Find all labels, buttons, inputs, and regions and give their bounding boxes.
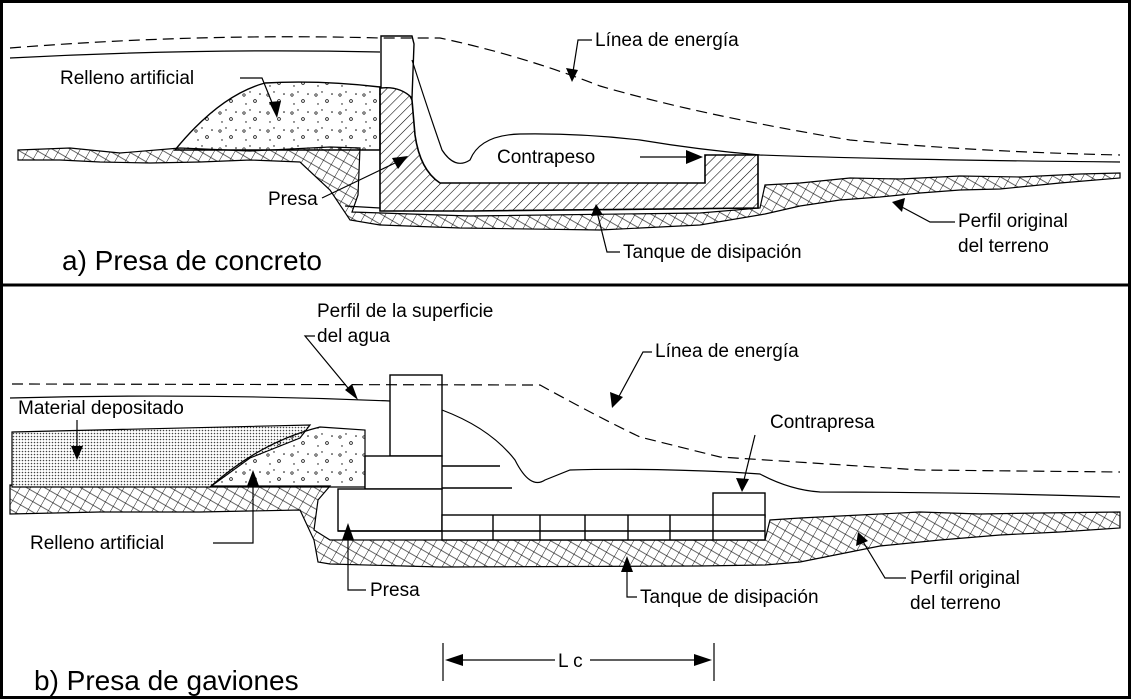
panel-a: Línea de energía Relleno artificial Cont… bbox=[9, 30, 1121, 276]
panel-a-title: a) Presa de concreto bbox=[62, 245, 322, 276]
energy-line-a bbox=[9, 36, 1121, 156]
label-stilling-basin-b: Tanque de disipación bbox=[640, 587, 819, 608]
label-artificial-fill-a: Relleno artificial bbox=[60, 68, 194, 89]
gabion-blocks bbox=[337, 374, 766, 541]
label-water-surface-b-1: Perfil de la superficie bbox=[317, 301, 493, 322]
label-artificial-fill-b: Relleno artificial bbox=[30, 533, 164, 554]
dimension-arrow-right bbox=[694, 654, 712, 666]
label-energy-line-b: Línea de energía bbox=[655, 341, 799, 362]
ground-profile-b bbox=[9, 484, 1121, 568]
label-original-profile-b-2: del terreno bbox=[910, 593, 1001, 614]
label-counter-dam-b: Contrapresa bbox=[770, 412, 875, 433]
label-dam-a: Presa bbox=[268, 189, 318, 210]
label-stilling-basin-a: Tanque de disipación bbox=[623, 242, 802, 263]
label-original-profile-a-2: del terreno bbox=[958, 236, 1049, 257]
dam-crest-a bbox=[380, 35, 415, 100]
panel-b-title: b) Presa de gaviones bbox=[34, 665, 299, 696]
artificial-fill-a bbox=[173, 81, 381, 151]
energy-line-b bbox=[11, 383, 1121, 473]
water-surface-b bbox=[9, 395, 1121, 498]
ground-profile-a bbox=[17, 146, 1121, 231]
artificial-fill-b bbox=[208, 426, 366, 488]
water-surface-a bbox=[9, 50, 1121, 164]
label-original-profile-a-1: Perfil original bbox=[958, 211, 1068, 232]
label-water-surface-b-2: del agua bbox=[317, 326, 390, 347]
label-deposited-material-b: Material depositado bbox=[18, 398, 184, 419]
label-length-b: L c bbox=[558, 651, 583, 672]
dimension-arrow-left bbox=[445, 654, 463, 666]
label-energy-line-a: Línea de energía bbox=[595, 30, 739, 51]
label-counterweight-a: Contrapeso bbox=[497, 147, 595, 168]
label-dam-b: Presa bbox=[370, 580, 420, 601]
panel-b: Perfil de la superficie del agua Línea d… bbox=[9, 301, 1121, 696]
label-original-profile-b-1: Perfil original bbox=[910, 568, 1020, 589]
